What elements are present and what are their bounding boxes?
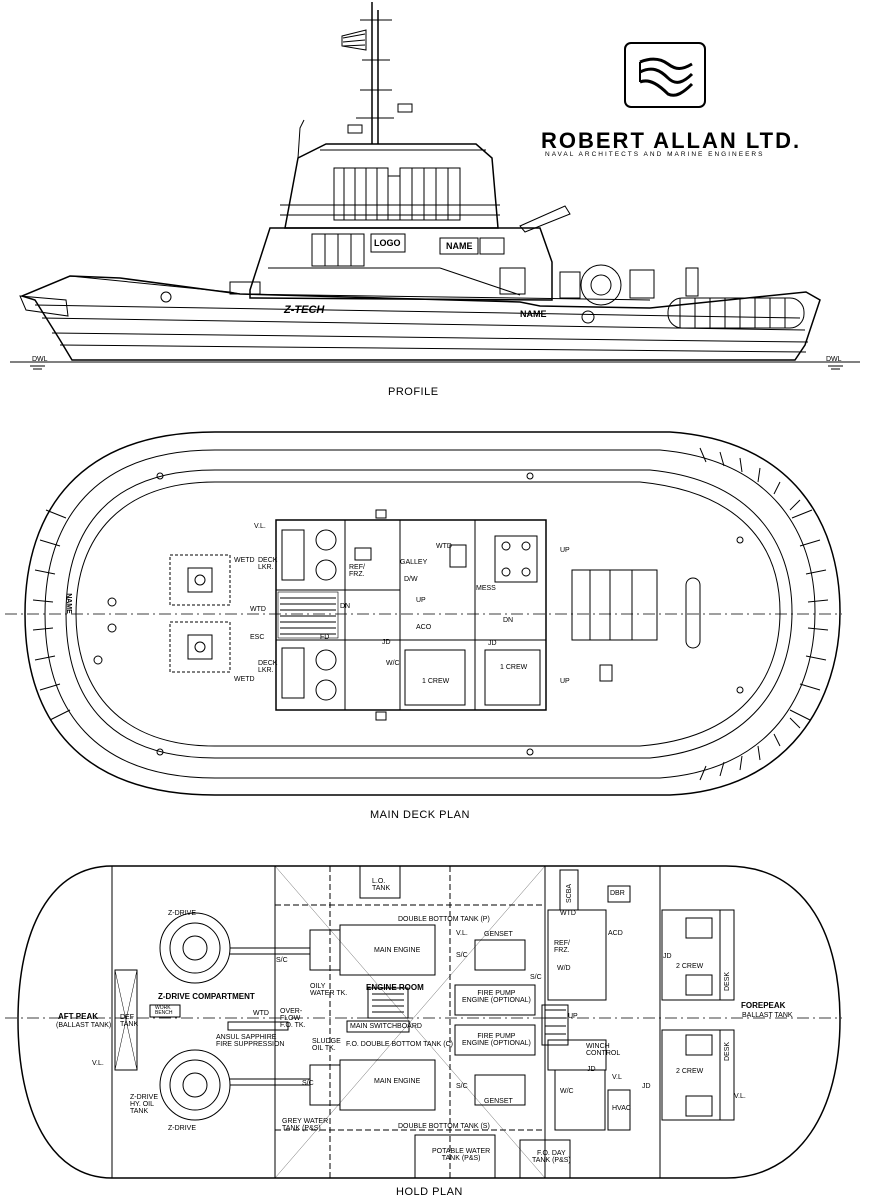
deck-aco: ACO xyxy=(416,624,432,631)
hold-wd: W/D xyxy=(557,965,571,972)
dwl-right-label: DWL xyxy=(826,356,842,363)
hold-jd-3: JD xyxy=(642,1083,651,1090)
deck-locker-2: DECK LKR. xyxy=(258,660,278,674)
hold-wc: W/C xyxy=(560,1088,574,1095)
deck-up-bot: UP xyxy=(560,678,570,685)
deck-wtd-top: WTD xyxy=(436,543,452,550)
hold-sludge: SLUDGE OIL TK. xyxy=(312,1038,341,1052)
hold-ansul: ANSUL SAPPHIRE FIRE SUPPRESSION xyxy=(216,1034,285,1048)
hold-sc-3: S/C xyxy=(456,952,468,959)
deck-crew-2: 1 CREW xyxy=(500,664,528,671)
deck-dn-2: DN xyxy=(503,617,514,624)
deck-dw: D/W xyxy=(404,576,418,583)
profile-logo-label: LOGO xyxy=(374,238,401,248)
hold-z-drive-1: Z-DRIVE xyxy=(168,910,196,917)
hold-wtd-2: WTD xyxy=(560,910,576,917)
company-subtitle: NAVAL ARCHITECTS AND MARINE ENGINEERS xyxy=(545,151,765,158)
hold-aft-peak-sub: (BALLAST TANK) xyxy=(56,1022,112,1029)
hold-sc-1: S/C xyxy=(276,957,288,964)
hold-plan xyxy=(5,865,842,1179)
hold-grey-water: GREY WATER TANK (P&S) xyxy=(282,1118,329,1132)
hold-desk-1: DESK xyxy=(724,971,732,992)
profile-brand-label: Z-TECH xyxy=(284,304,325,316)
deck-up-top: UP xyxy=(560,547,570,554)
hold-main-switchboard: MAIN SWITCHBOARD xyxy=(350,1023,422,1030)
deck-jd-2: JD xyxy=(488,640,497,647)
hold-fire-pump-1: FIRE PUMP ENGINE (OPTIONAL) xyxy=(462,990,531,1004)
deck-mess: MESS xyxy=(476,585,496,592)
hold-genset-2: GENSET xyxy=(484,1098,513,1105)
deck-up-1: UP xyxy=(416,597,426,604)
hold-up: UP xyxy=(568,1013,578,1020)
deck-wetd-1: WETD xyxy=(234,557,255,564)
hold-crew-a: 2 CREW xyxy=(676,963,704,970)
deck-wc: W/C xyxy=(386,660,400,667)
hold-def-tank: DEF TANK xyxy=(120,1014,139,1028)
hold-sc-2: S/C xyxy=(302,1080,314,1087)
hold-jd-1: JD xyxy=(587,1066,596,1073)
deck-ref-frz: REF/ FRZ. xyxy=(349,564,365,578)
hold-dbl-bottom-s: DOUBLE BOTTOM TANK (S) xyxy=(398,1123,490,1130)
hold-caption: HOLD PLAN xyxy=(396,1186,463,1198)
deck-jd-1: JD xyxy=(382,639,391,646)
profile-name-label-1: NAME xyxy=(446,241,473,251)
hold-forepeak-sub: BALLAST TANK xyxy=(742,1012,793,1019)
deck-vl-label: V.L. xyxy=(254,523,266,530)
hold-dbr: DBR xyxy=(610,890,625,897)
hold-z-drive-compartment: Z-DRIVE COMPARTMENT xyxy=(158,992,255,1001)
hold-work-bench: WORK BENCH xyxy=(155,1005,173,1016)
deck-name-stern: NAME xyxy=(64,593,72,614)
hold-scba: SCBA xyxy=(566,883,574,904)
deck-wetd-2: WETD xyxy=(234,676,255,683)
profile-view xyxy=(10,2,860,370)
hold-z-drive-2: Z-DRIVE xyxy=(168,1125,196,1132)
deck-fd: FD xyxy=(320,634,330,641)
hold-vl-right: V.L xyxy=(612,1074,622,1081)
hold-vl-mid: V.L. xyxy=(456,930,468,937)
deck-wtd-1: WTD xyxy=(250,606,266,613)
main-deck-caption: MAIN DECK PLAN xyxy=(370,809,470,821)
company-name: ROBERT ALLAN LTD. xyxy=(541,128,802,153)
hold-fo-day: F.O. DAY TANK (P&S) xyxy=(532,1150,571,1164)
profile-caption: PROFILE xyxy=(388,386,439,398)
hold-vl-far: V.L. xyxy=(734,1093,746,1100)
hold-overflow: OVER- FLOW F.O. TK. xyxy=(280,1008,306,1029)
hold-potable-water: POTABLE WATER TANK (P&S) xyxy=(432,1148,491,1162)
hold-crew-b: 2 CREW xyxy=(676,1068,704,1075)
hold-fo-dbl-bottom-c: F.O. DOUBLE BOTTOM TANK (C) xyxy=(346,1041,453,1048)
hold-forepeak: FOREPEAK xyxy=(741,1001,786,1010)
hold-jd-2: JD xyxy=(663,953,672,960)
hold-genset-1: GENSET xyxy=(484,931,513,938)
deck-dn-1: DN xyxy=(340,603,351,610)
hold-ref-frz: REF/ FRZ. xyxy=(554,940,570,954)
hold-main-engine-1: MAIN ENGINE xyxy=(374,947,421,954)
hold-fire-pump-2: FIRE PUMP ENGINE (OPTIONAL) xyxy=(462,1033,531,1047)
hold-engine-room: ENGINE ROOM xyxy=(366,983,424,992)
hold-hvac: HVAC xyxy=(612,1105,631,1112)
hold-z-drive-hy: Z-DRIVE HY. OIL TANK xyxy=(130,1094,158,1115)
hold-wtd: WTD xyxy=(253,1010,269,1017)
hold-main-engine-2: MAIN ENGINE xyxy=(374,1078,421,1085)
deck-crew-1: 1 CREW xyxy=(422,678,450,685)
hold-sc-5: S/C xyxy=(456,1083,468,1090)
deck-locker-1: DECK LKR. xyxy=(258,557,278,571)
hold-desk-2: DESK xyxy=(724,1041,732,1062)
hold-oily-water: OILY WATER TK. xyxy=(310,983,348,997)
deck-esc: ESC xyxy=(250,634,265,641)
hold-dbl-bottom-p: DOUBLE BOTTOM TANK (P) xyxy=(398,916,490,923)
dwl-left-label: DWL xyxy=(32,356,48,363)
hold-aft-peak: AFT PEAK xyxy=(58,1012,98,1021)
hold-acd: ACD xyxy=(608,930,623,937)
profile-name-label-2: NAME xyxy=(520,309,547,319)
hold-vl-left: V.L. xyxy=(92,1060,104,1067)
hold-lo-tank: L.O. TANK xyxy=(372,878,391,892)
hold-winch-control: WINCH CONTROL xyxy=(586,1043,621,1057)
company-logo-icon xyxy=(624,42,706,108)
main-deck-plan xyxy=(5,431,842,796)
deck-galley: GALLEY xyxy=(400,559,428,566)
hold-sc-4: S/C xyxy=(530,974,542,981)
